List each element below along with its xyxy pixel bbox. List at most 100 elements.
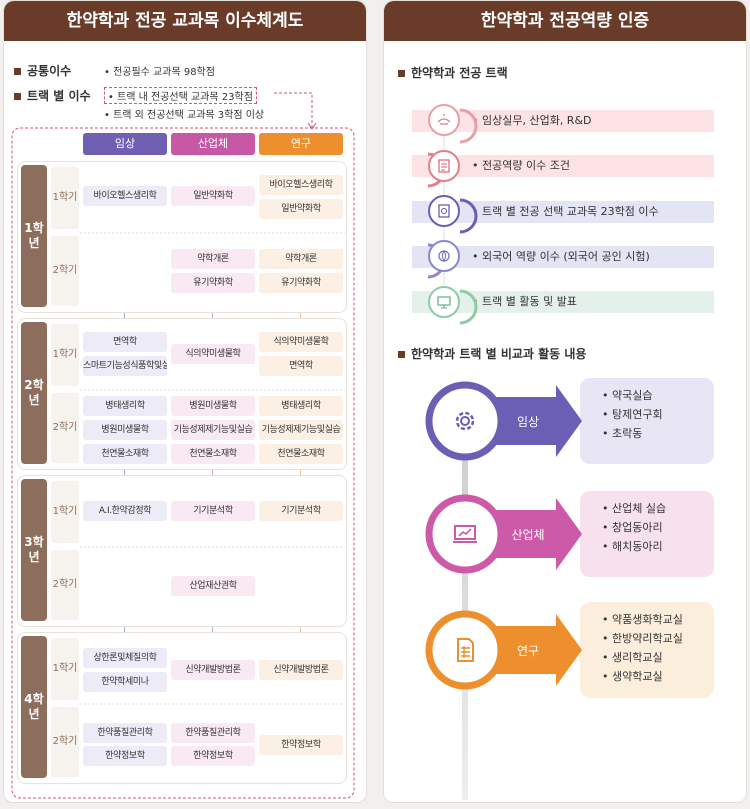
section-track-row: 한약학과 전공 트랙 — [398, 64, 508, 81]
report-icon — [457, 638, 474, 662]
semester-label: 1학기 — [51, 167, 79, 229]
course: 면역학 — [259, 356, 343, 376]
course: 한약정보학 — [83, 746, 167, 766]
course: 기기분석학 — [259, 501, 343, 521]
year-label: 1학년 — [21, 165, 47, 307]
activity-box-industry: • 산업체 실습 • 창업동아리 • 해치동아리 — [580, 491, 714, 577]
track-value-1: • 트랙 내 전공선택 교과목 23학점 — [104, 87, 257, 104]
course: 신약개발방법론 — [171, 660, 255, 680]
track-head-research: 연구 — [259, 133, 343, 155]
track-item: • 전공역량 이수 조건 — [412, 155, 714, 177]
common-value: • 전공필수 교과목 98학점 — [104, 67, 215, 78]
track-item: • 외국어 역량 이수 (외국어 공인 시험) — [412, 246, 714, 268]
course: 일반약화학 — [259, 199, 343, 219]
activity-box-research: • 약품생화학교실 • 한방약리학교실 • 생리학교실 • 생약학교실 — [580, 602, 714, 698]
section-activity-row: 한약학과 트랙 별 비교과 활동 내용 — [398, 345, 586, 362]
laptop-chart-icon — [453, 525, 477, 543]
course: 약학개론 — [259, 249, 343, 269]
activity-item: • 한방약리학교실 — [602, 632, 683, 645]
semester-label: 2학기 — [51, 393, 79, 463]
common-label: 공통이수 — [27, 64, 72, 78]
semester-label: 2학기 — [51, 707, 79, 777]
course: 천연물소재학 — [83, 444, 167, 464]
course: A.I.한약감정학 — [83, 501, 167, 521]
course: 면역학 — [83, 332, 167, 352]
activity-item: • 생리학교실 — [602, 651, 663, 664]
course: 신약개발방법론 — [259, 660, 343, 680]
course: 병태생리학 — [259, 396, 343, 416]
course: 상한론및체질의학 — [83, 648, 167, 668]
course: 식의약미생물학 — [171, 344, 255, 364]
course: 유기약화학 — [171, 273, 255, 293]
semester-label: 2학기 — [51, 236, 79, 306]
dashed-connector — [11, 92, 355, 799]
activity-item: • 산업체 실습 — [602, 502, 667, 515]
course: 일반약화학 — [171, 186, 255, 206]
competency-title: 한약학과 전공역량 인증 — [384, 1, 746, 41]
course: 바이오헬스생리학 — [83, 186, 167, 206]
semester-separators — [80, 232, 345, 705]
track-label-row: 트랙 별 이수 — [14, 87, 91, 104]
activity-track-label: 연구 — [516, 644, 540, 658]
activity-item: • 초락동 — [602, 427, 643, 440]
activity-item: • 탕제연구회 — [602, 408, 663, 421]
semester-label: 1학기 — [51, 324, 79, 386]
course: 기기분석학 — [171, 501, 255, 521]
year-label: 3학년 — [21, 479, 47, 621]
year-label: 2학년 — [21, 322, 47, 464]
track-value-2: • 트랙 외 전공선택 교과목 3학점 이상 — [104, 110, 265, 121]
track-head-industry: 산업체 — [171, 133, 255, 155]
track-item: • 트랙 별 활동 및 발표 — [412, 291, 714, 313]
course: 한약품질관리학 — [83, 723, 167, 743]
track-line-research — [300, 194, 301, 754]
activity-spine — [462, 420, 468, 800]
track-item: • 임상실무, 산업화, R&D — [412, 110, 714, 132]
course: 병원미생물학 — [83, 420, 167, 440]
course: 한약정보학 — [259, 735, 343, 755]
square-bullet-icon — [14, 93, 21, 100]
curriculum-title: 한약학과 전공 교과목 이수체계도 — [4, 1, 366, 41]
track-head-clinic: 임상 — [83, 133, 167, 155]
presentation-icon — [428, 286, 460, 318]
course: 한약품질관리학 — [171, 723, 255, 743]
course: 유기약화학 — [259, 273, 343, 293]
common-label-row: 공통이수 — [14, 62, 71, 79]
track-item: • 트랙 별 전공 선택 교과목 23학점 이수 — [412, 201, 714, 223]
course: 한약학세미나 — [83, 672, 167, 692]
course: 천연물소재학 — [171, 444, 255, 464]
course: 한약정보학 — [171, 746, 255, 766]
gear-icon — [455, 411, 475, 431]
track-line-industry — [212, 194, 213, 754]
semester-label: 1학기 — [51, 638, 79, 700]
course: 바이오헬스생리학 — [259, 175, 343, 195]
activity-track-label: 임상 — [516, 415, 540, 429]
language-icon — [428, 240, 460, 272]
section-track-title: 한약학과 전공 트랙 — [411, 66, 508, 80]
section-activity-title: 한약학과 트랙 별 비교과 활동 내용 — [411, 347, 587, 361]
activity-item: • 생약학교실 — [602, 670, 663, 683]
course: 병태생리학 — [83, 396, 167, 416]
activity-item: • 약국실습 — [602, 389, 653, 402]
course: 약학개론 — [171, 249, 255, 269]
square-bullet-icon — [398, 351, 405, 358]
semester-label: 2학기 — [51, 550, 79, 620]
activity-item: • 해치동아리 — [602, 540, 663, 553]
clinic-practice-icon — [428, 104, 460, 136]
activity-item: • 창업동아리 — [602, 521, 663, 534]
course: 스마트기능성식품학및실습 — [83, 356, 167, 376]
square-bullet-icon — [398, 70, 405, 77]
document-icon — [428, 195, 460, 227]
course: 천연물소재학 — [259, 444, 343, 464]
course: 산업재산권학 — [171, 576, 255, 596]
course: 병원미생물학 — [171, 396, 255, 416]
track-label: 트랙 별 이수 — [27, 89, 91, 103]
course: 기능성제제기능및실습 — [259, 420, 343, 440]
track-line-clinic — [124, 194, 125, 754]
activity-box-clinic: • 약국실습 • 탕제연구회 • 초락동 — [580, 378, 714, 464]
year-label: 4학년 — [21, 636, 47, 778]
activity-track-label: 산업체 — [511, 528, 545, 542]
square-bullet-icon — [14, 68, 21, 75]
course: 기능성제제기능및실습 — [171, 420, 255, 440]
course: 식의약미생물학 — [259, 332, 343, 352]
